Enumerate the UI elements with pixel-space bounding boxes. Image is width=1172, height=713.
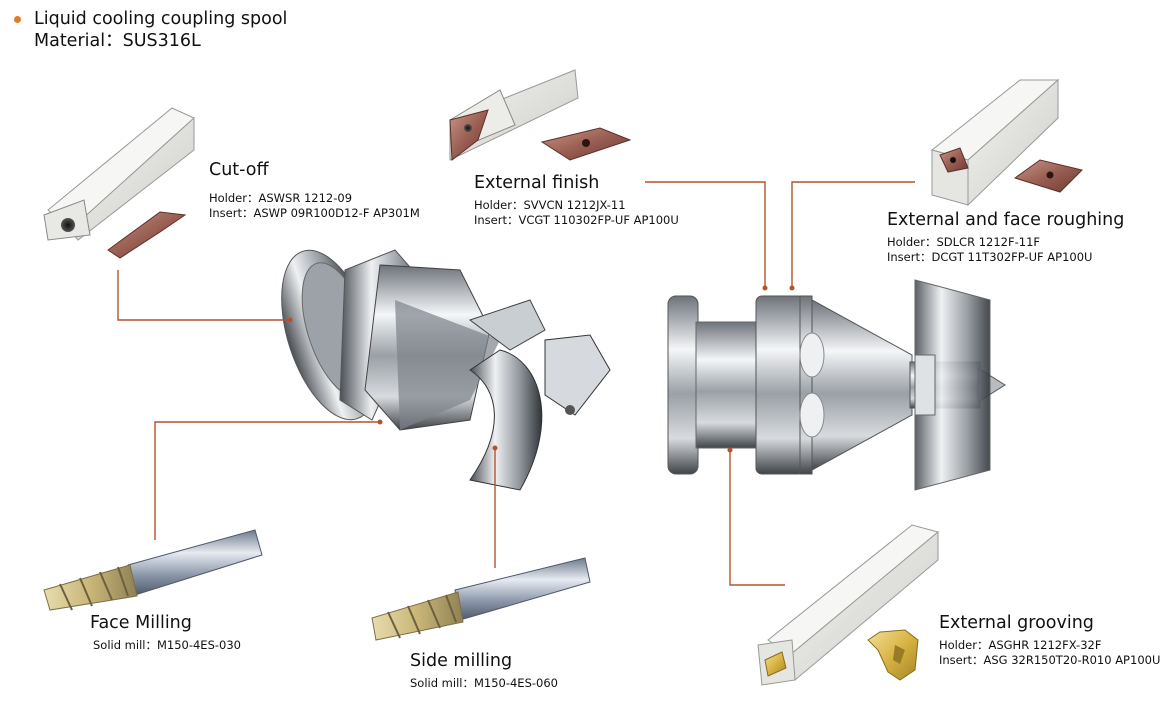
- bullet-icon: [14, 16, 21, 23]
- finish-label-group: External finish Holder：SVVCN 1212JX-11 I…: [474, 172, 679, 228]
- header: Liquid cooling coupling spool Material：S…: [14, 8, 287, 52]
- facemill-spec: Solid mill：M150-4ES-030: [93, 638, 241, 652]
- finish-tool-illustration: [449, 69, 632, 161]
- material-label: Material：SUS316L: [34, 31, 201, 51]
- cutoff-label-group: Cut-off Holder：ASWSR 1212-09 Insert：ASWP…: [209, 159, 420, 221]
- grooving-label-group: External grooving Holder：ASGHR 1212FX-32…: [939, 612, 1160, 668]
- sidemill-label-group: Side milling Solid mill：M150-4ES-060: [410, 650, 558, 691]
- grooving-tool-illustration: [757, 524, 940, 686]
- leader-dots: [287, 285, 795, 453]
- roughing-tool-illustration: [930, 78, 1083, 207]
- roughing-holder: Holder：SDLCR 1212F-11F: [887, 235, 1040, 249]
- sidemill-spec: Solid mill：M150-4ES-060: [410, 676, 558, 690]
- page-title: Liquid cooling coupling spool: [34, 9, 288, 29]
- sidemill-title: Side milling: [410, 651, 513, 671]
- facemill-tool-illustration: [43, 529, 263, 611]
- finish-insert: Insert：VCGT 110302FP-UF AP100U: [474, 213, 679, 227]
- grooving-title: External grooving: [939, 613, 1094, 633]
- facemill-title: Face Milling: [90, 613, 192, 633]
- left-part-illustration: [281, 249, 611, 491]
- grooving-insert: Insert：ASG 32R150T20-R010 AP100U: [939, 653, 1161, 667]
- roughing-insert: Insert：DCGT 11T302FP-UF AP100U: [887, 250, 1093, 264]
- finish-title: External finish: [474, 173, 600, 193]
- leader-facemill: [154, 421, 380, 540]
- finish-holder: Holder：SVVCN 1212JX-11: [474, 198, 626, 212]
- cutoff-tool-illustration: [43, 107, 195, 259]
- roughing-label-group: External and face roughing Holder：SDLCR …: [887, 209, 1124, 265]
- leader-finish: [645, 181, 766, 288]
- leader-grooving: [729, 450, 785, 586]
- sidemill-tool-illustration: [371, 557, 591, 641]
- cutoff-holder: Holder：ASWSR 1212-09: [209, 191, 353, 205]
- roughing-title: External and face roughing: [887, 210, 1125, 230]
- leader-cutoff: [117, 270, 290, 321]
- grooving-holder: Holder：ASGHR 1212FX-32F: [939, 638, 1102, 652]
- right-part-illustration: [667, 279, 1006, 491]
- cutoff-title: Cut-off: [209, 160, 269, 180]
- leader-lines: [117, 181, 915, 586]
- facemill-label-group: Face Milling Solid mill：M150-4ES-030: [90, 612, 241, 653]
- cutoff-insert: Insert：ASWP 09R100D12-F AP301M: [209, 206, 420, 220]
- leader-roughing: [791, 181, 915, 288]
